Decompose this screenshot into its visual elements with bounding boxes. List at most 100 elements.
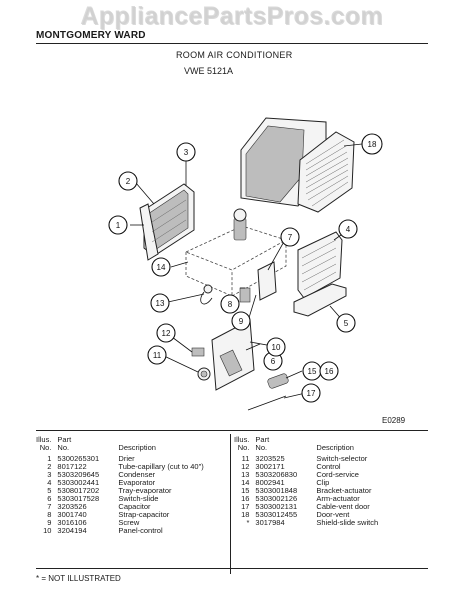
- illus-number: *: [246, 518, 250, 527]
- table-row: 9 3016106 Screw: [36, 519, 207, 527]
- vent-door-part: [240, 117, 355, 213]
- illus-number: 1: [47, 454, 52, 463]
- svg-text:18: 18: [368, 140, 377, 149]
- part-description: Bracket-actuator: [316, 486, 372, 495]
- header-illus: Illus.No.: [36, 435, 52, 452]
- part-number: 5303206830: [255, 470, 298, 479]
- base-pan-part: [184, 208, 288, 297]
- part-description: Screw: [118, 518, 140, 527]
- control-panel-part: [191, 319, 255, 391]
- part-description: Capacitor: [118, 502, 151, 511]
- illus-number: 2: [47, 462, 52, 471]
- callout-7: 7: [280, 227, 300, 247]
- part-description: Switch-selector: [316, 454, 368, 463]
- svg-text:5: 5: [344, 319, 349, 328]
- illus-number: 3: [47, 470, 52, 479]
- part-number: 5303002131: [255, 502, 298, 511]
- evaporator-tray-part: [293, 283, 347, 317]
- service-cord-part: [200, 291, 213, 305]
- part-description: Condenser: [118, 470, 156, 479]
- illus-number: 11: [241, 454, 250, 463]
- svg-text:16: 16: [325, 367, 334, 376]
- illus-number: 8: [47, 510, 52, 519]
- illus-number: 6: [47, 494, 52, 503]
- callout-2: 2: [118, 171, 138, 191]
- exploded-parts-diagram: 1 2 3 4 5 6 7 8 9 10 11 12 13 14 15 16 1…: [108, 117, 383, 411]
- part-number: 5303002441: [57, 478, 100, 487]
- svg-text:14: 14: [157, 263, 166, 272]
- callout-10: 10: [266, 337, 286, 357]
- illus-number: 14: [241, 478, 250, 487]
- callout-14: 14: [151, 257, 171, 277]
- callout-15: 15: [302, 361, 322, 381]
- bottom-divider: [36, 568, 428, 569]
- part-number: 5303209645: [57, 470, 100, 479]
- table-row: 7 3203526 Capacitor: [36, 503, 207, 511]
- svg-text:3: 3: [184, 148, 189, 157]
- part-description: Evaporator: [118, 478, 156, 487]
- table-row: 1 5300265301 Drier: [36, 455, 207, 463]
- header-illus: Illus.No.: [234, 435, 250, 452]
- table-row: 3 5303209645 Condenser: [36, 471, 207, 479]
- part-number: 5300265301: [57, 454, 100, 463]
- part-number: 3204194: [57, 526, 87, 535]
- svg-text:8: 8: [228, 300, 233, 309]
- part-number: 3203526: [57, 502, 87, 511]
- illus-number: 9: [47, 518, 52, 527]
- illus-number: 10: [43, 526, 52, 535]
- watermark: AppliancePartsPros.com: [80, 2, 383, 30]
- part-number: 5303002126: [255, 494, 298, 503]
- part-description: Shield-slide switch: [316, 518, 379, 527]
- part-number: 5303012455: [255, 510, 298, 519]
- illus-number: 7: [47, 502, 52, 511]
- svg-text:4: 4: [346, 225, 351, 234]
- top-divider: [36, 43, 428, 44]
- svg-text:2: 2: [126, 177, 131, 186]
- table-row: * 3017984 Shield-slide switch: [234, 519, 381, 527]
- illus-number: 12: [241, 462, 250, 471]
- table-row: 16 5303002126 Arm-actuator: [234, 495, 381, 503]
- part-description: Panel-control: [118, 526, 163, 535]
- callout-8: 8: [220, 294, 240, 314]
- callout-9: 9: [231, 311, 251, 331]
- part-description: Drier: [118, 454, 135, 463]
- callout-3: 3: [176, 142, 196, 162]
- callout-4: 4: [338, 219, 358, 239]
- part-number: 5303001848: [255, 486, 298, 495]
- part-description: Tube-capillary (cut to 40"): [118, 462, 204, 471]
- part-description: Control: [316, 462, 341, 471]
- part-number: 8002941: [255, 478, 285, 487]
- part-description: Arm-actuator: [316, 494, 360, 503]
- illus-number: 4: [47, 478, 52, 487]
- callout-11: 11: [147, 345, 167, 365]
- capacitor-part: [239, 261, 277, 303]
- footnote: * = NOT ILLUSTRATED: [36, 574, 121, 583]
- svg-text:9: 9: [239, 317, 244, 326]
- illus-number: 16: [241, 494, 250, 503]
- table-row: 4 5303002441 Evaporator: [36, 479, 207, 487]
- svg-text:11: 11: [153, 351, 162, 360]
- svg-text:10: 10: [272, 343, 281, 352]
- callout-17: 17: [301, 383, 321, 403]
- callout-12: 12: [156, 323, 176, 343]
- table-row: 11 3203525 Switch-selector: [234, 455, 381, 463]
- part-number: 3203525: [255, 454, 285, 463]
- diagram-code: E0289: [382, 416, 406, 425]
- table-row: 10 3204194 Panel-control: [36, 527, 207, 535]
- part-number: 3017984: [255, 518, 285, 527]
- part-number: 3001740: [57, 510, 87, 519]
- part-number: 3016106: [57, 518, 87, 527]
- part-number: 5303017528: [57, 494, 100, 503]
- svg-text:17: 17: [307, 389, 316, 398]
